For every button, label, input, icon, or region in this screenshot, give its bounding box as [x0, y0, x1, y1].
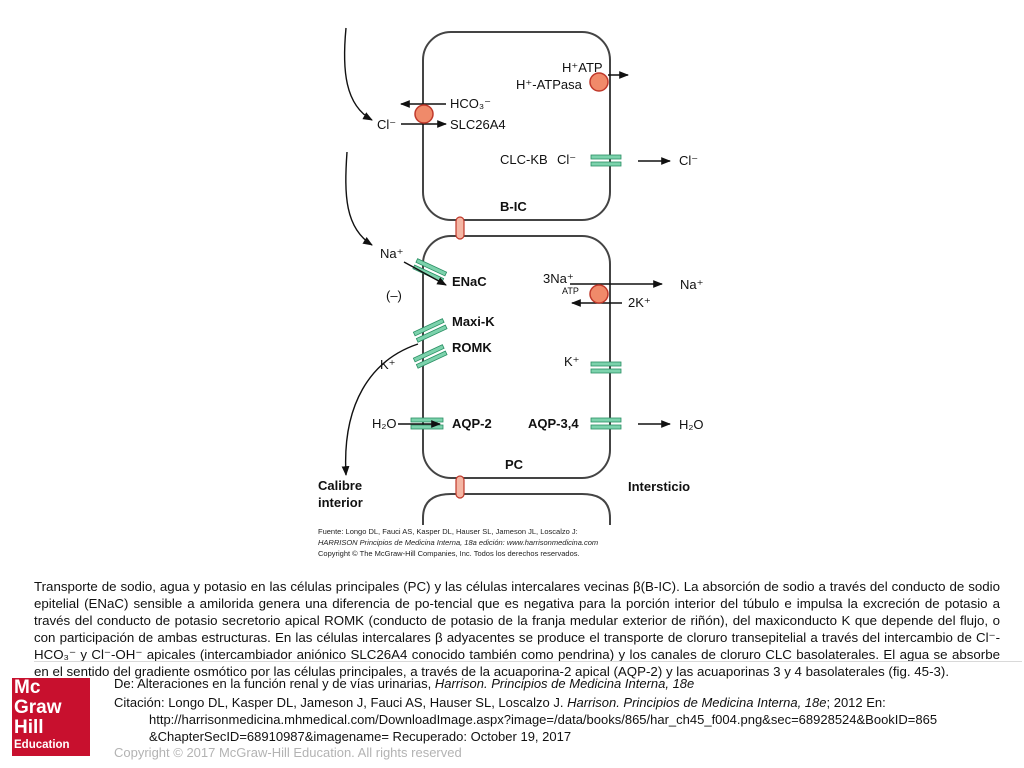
mcgraw-hill-logo: Mc Graw Hill Education [12, 678, 90, 756]
logo-line-4: Education [14, 739, 70, 751]
na-right-label: Na⁺ [680, 277, 703, 292]
romk-label: ROMK [452, 340, 492, 355]
h-atpase-pump-icon [589, 72, 609, 92]
citation-url-cont: &ChapterSecID=68910987&imagename= Recupe… [149, 729, 572, 744]
from-prefix: De: Alteraciones en la función renal y d… [114, 676, 432, 691]
h-atp-label: H⁺ATP [562, 60, 603, 75]
enac-label: ENaC [452, 274, 487, 289]
slc26a4-exchanger-icon [414, 104, 434, 124]
bic-cell-label: B-IC [500, 199, 527, 214]
clc-kb-label: CLC-KB [500, 152, 548, 167]
next-cell [422, 493, 611, 525]
atp-label: ATP [562, 286, 579, 296]
citation-book: Harrison. Principios de Medicina Interna… [567, 695, 827, 710]
source-line-2: HARRISON Principios de Medicina Interna,… [318, 538, 598, 547]
lumen-flow-arrow [343, 27, 373, 121]
citation-url[interactable]: http://harrisonmedicina.mhmedical.com/Do… [149, 712, 938, 727]
hco3-label: HCO₃⁻ [450, 96, 491, 111]
pc-cell-label: PC [505, 457, 524, 472]
tight-junction-icon [455, 216, 465, 240]
aqp34-label: AQP-3,4 [528, 416, 579, 431]
na3-label: 3Na⁺ [543, 271, 574, 286]
divider [34, 661, 1022, 662]
source-line-3: Copyright © The McGraw-Hill Companies, I… [318, 549, 580, 558]
logo-line-1: Mc [14, 677, 41, 698]
logo-line-2: Graw [14, 697, 62, 718]
copyright-notice: Copyright © 2017 McGraw-Hill Education. … [114, 745, 462, 760]
cl-inside-label: Cl⁻ [557, 152, 576, 167]
k-secretion-arrow [341, 343, 419, 476]
cl-right-label: Cl⁻ [679, 153, 698, 168]
logo-line-3: Hill [14, 717, 44, 738]
h2o-left-label: H₂O [372, 416, 397, 431]
citation-suffix: ; 2012 En: [826, 695, 886, 710]
na-influx-arrow [403, 261, 447, 286]
basolateral-k-channel-icon [590, 361, 622, 374]
cl-left-label: Cl⁻ [377, 117, 396, 132]
lumen-label-line2: interior [318, 495, 363, 510]
h2o-right-label: H₂O [679, 417, 704, 432]
aqp2-label: AQP-2 [452, 416, 492, 431]
interstitium-label: Intersticio [628, 479, 690, 494]
from-book: Harrison. Principios de Medicina Interna… [434, 676, 695, 691]
maxi-k-channel-icon [412, 318, 448, 343]
romk-channel-icon [412, 344, 448, 369]
lumen-label-line1: Calibre [318, 478, 362, 493]
k-out-label: K⁺ [380, 357, 396, 372]
clc-kb-channel-icon [590, 154, 622, 167]
source-line-1: Fuente: Longo DL, Fauci AS, Kasper DL, H… [318, 527, 578, 536]
slc26a4-label: SLC26A4 [450, 117, 506, 132]
citation-prefix: Citación: Longo DL, Kasper DL, Jameson J… [114, 695, 564, 710]
lumen-flow-arrow [345, 151, 373, 246]
k2-label: 2K⁺ [628, 295, 651, 310]
pc-cell [422, 235, 611, 479]
maxi-k-label: Maxi-K [452, 314, 495, 329]
source-chapter: De: Alteraciones en la función renal y d… [114, 675, 694, 692]
na-in-label: Na⁺ [380, 246, 403, 261]
h-atpase-label: H⁺-ATPasa [516, 77, 583, 92]
citation: Citación: Longo DL, Kasper DL, Jameson J… [114, 694, 1014, 745]
potential-label: (–) [386, 288, 402, 303]
tight-junction-icon [455, 475, 465, 499]
aqp2-channel-icon [410, 417, 444, 430]
renal-transport-diagram: H⁺ATP H⁺-ATPasa HCO₃⁻ Cl⁻ SLC26A4 CLC-KB… [318, 27, 704, 558]
k-baso-label: K⁺ [564, 354, 580, 369]
bic-cell [422, 31, 611, 221]
aqp34-channel-icon [590, 417, 622, 430]
figure-caption: Transporte de sodio, agua y potasio en l… [34, 579, 1000, 680]
na-k-atpase-pump-icon [589, 284, 609, 304]
